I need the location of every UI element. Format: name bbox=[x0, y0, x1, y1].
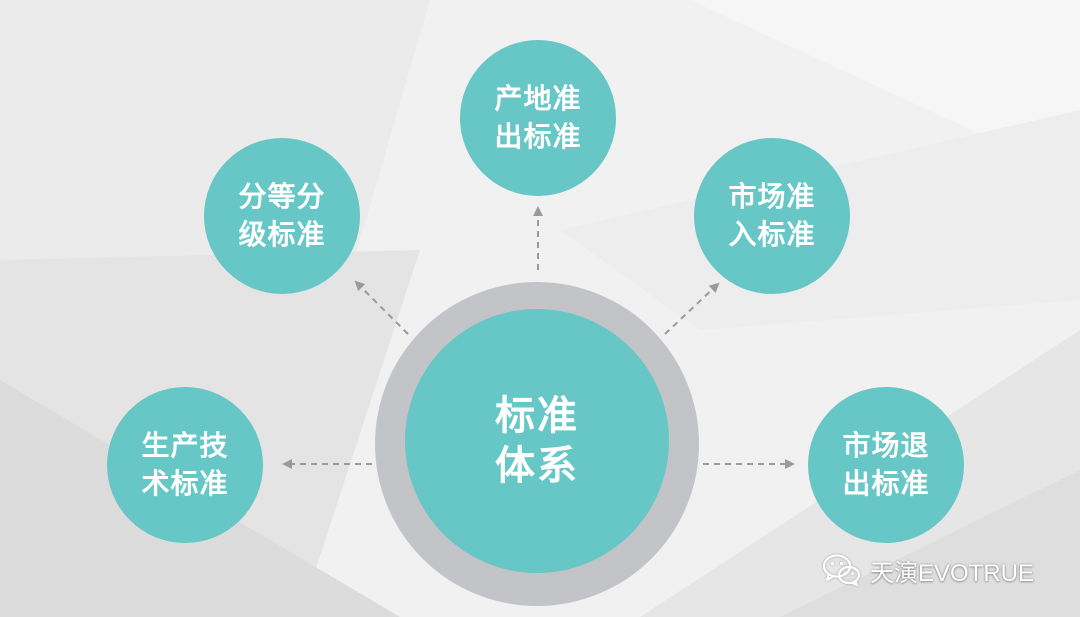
node-label-line1: 市场退 bbox=[842, 429, 930, 462]
node-label-line2: 级标准 bbox=[238, 218, 326, 251]
node-label-line1: 产地准 bbox=[494, 82, 582, 115]
arrow-to-upper-left bbox=[354, 280, 409, 335]
node-origin-access-standard: 产地准 出标准 bbox=[460, 40, 616, 196]
node-market-access-standard: 市场准 入标准 bbox=[694, 138, 850, 294]
node-label-line1: 分等分 bbox=[238, 180, 326, 213]
node-label-line1: 生产技 bbox=[141, 429, 229, 462]
center-node: 标准 体系 bbox=[405, 309, 669, 573]
node-label-line2: 术标准 bbox=[141, 467, 229, 500]
node-label-line2: 出标准 bbox=[842, 467, 930, 500]
node-label-line2: 出标准 bbox=[494, 120, 582, 153]
center-label-line1: 标准 bbox=[495, 393, 579, 439]
arrow-to-upper-right bbox=[664, 282, 720, 335]
center-label-line2: 体系 bbox=[495, 443, 579, 489]
watermark-text: 天演EVOTRUE bbox=[870, 559, 1035, 587]
node-market-exit-standard: 市场退 出标准 bbox=[808, 387, 964, 543]
node-label-line2: 入标准 bbox=[728, 218, 816, 251]
wechat-icon bbox=[822, 554, 861, 587]
node-production-technology-standard: 生产技 术标准 bbox=[107, 387, 263, 543]
watermark: 天演EVOTRUE bbox=[822, 552, 1034, 588]
node-grading-standard: 分等分 级标准 bbox=[204, 138, 360, 294]
node-label-line1: 市场准 bbox=[728, 180, 816, 213]
